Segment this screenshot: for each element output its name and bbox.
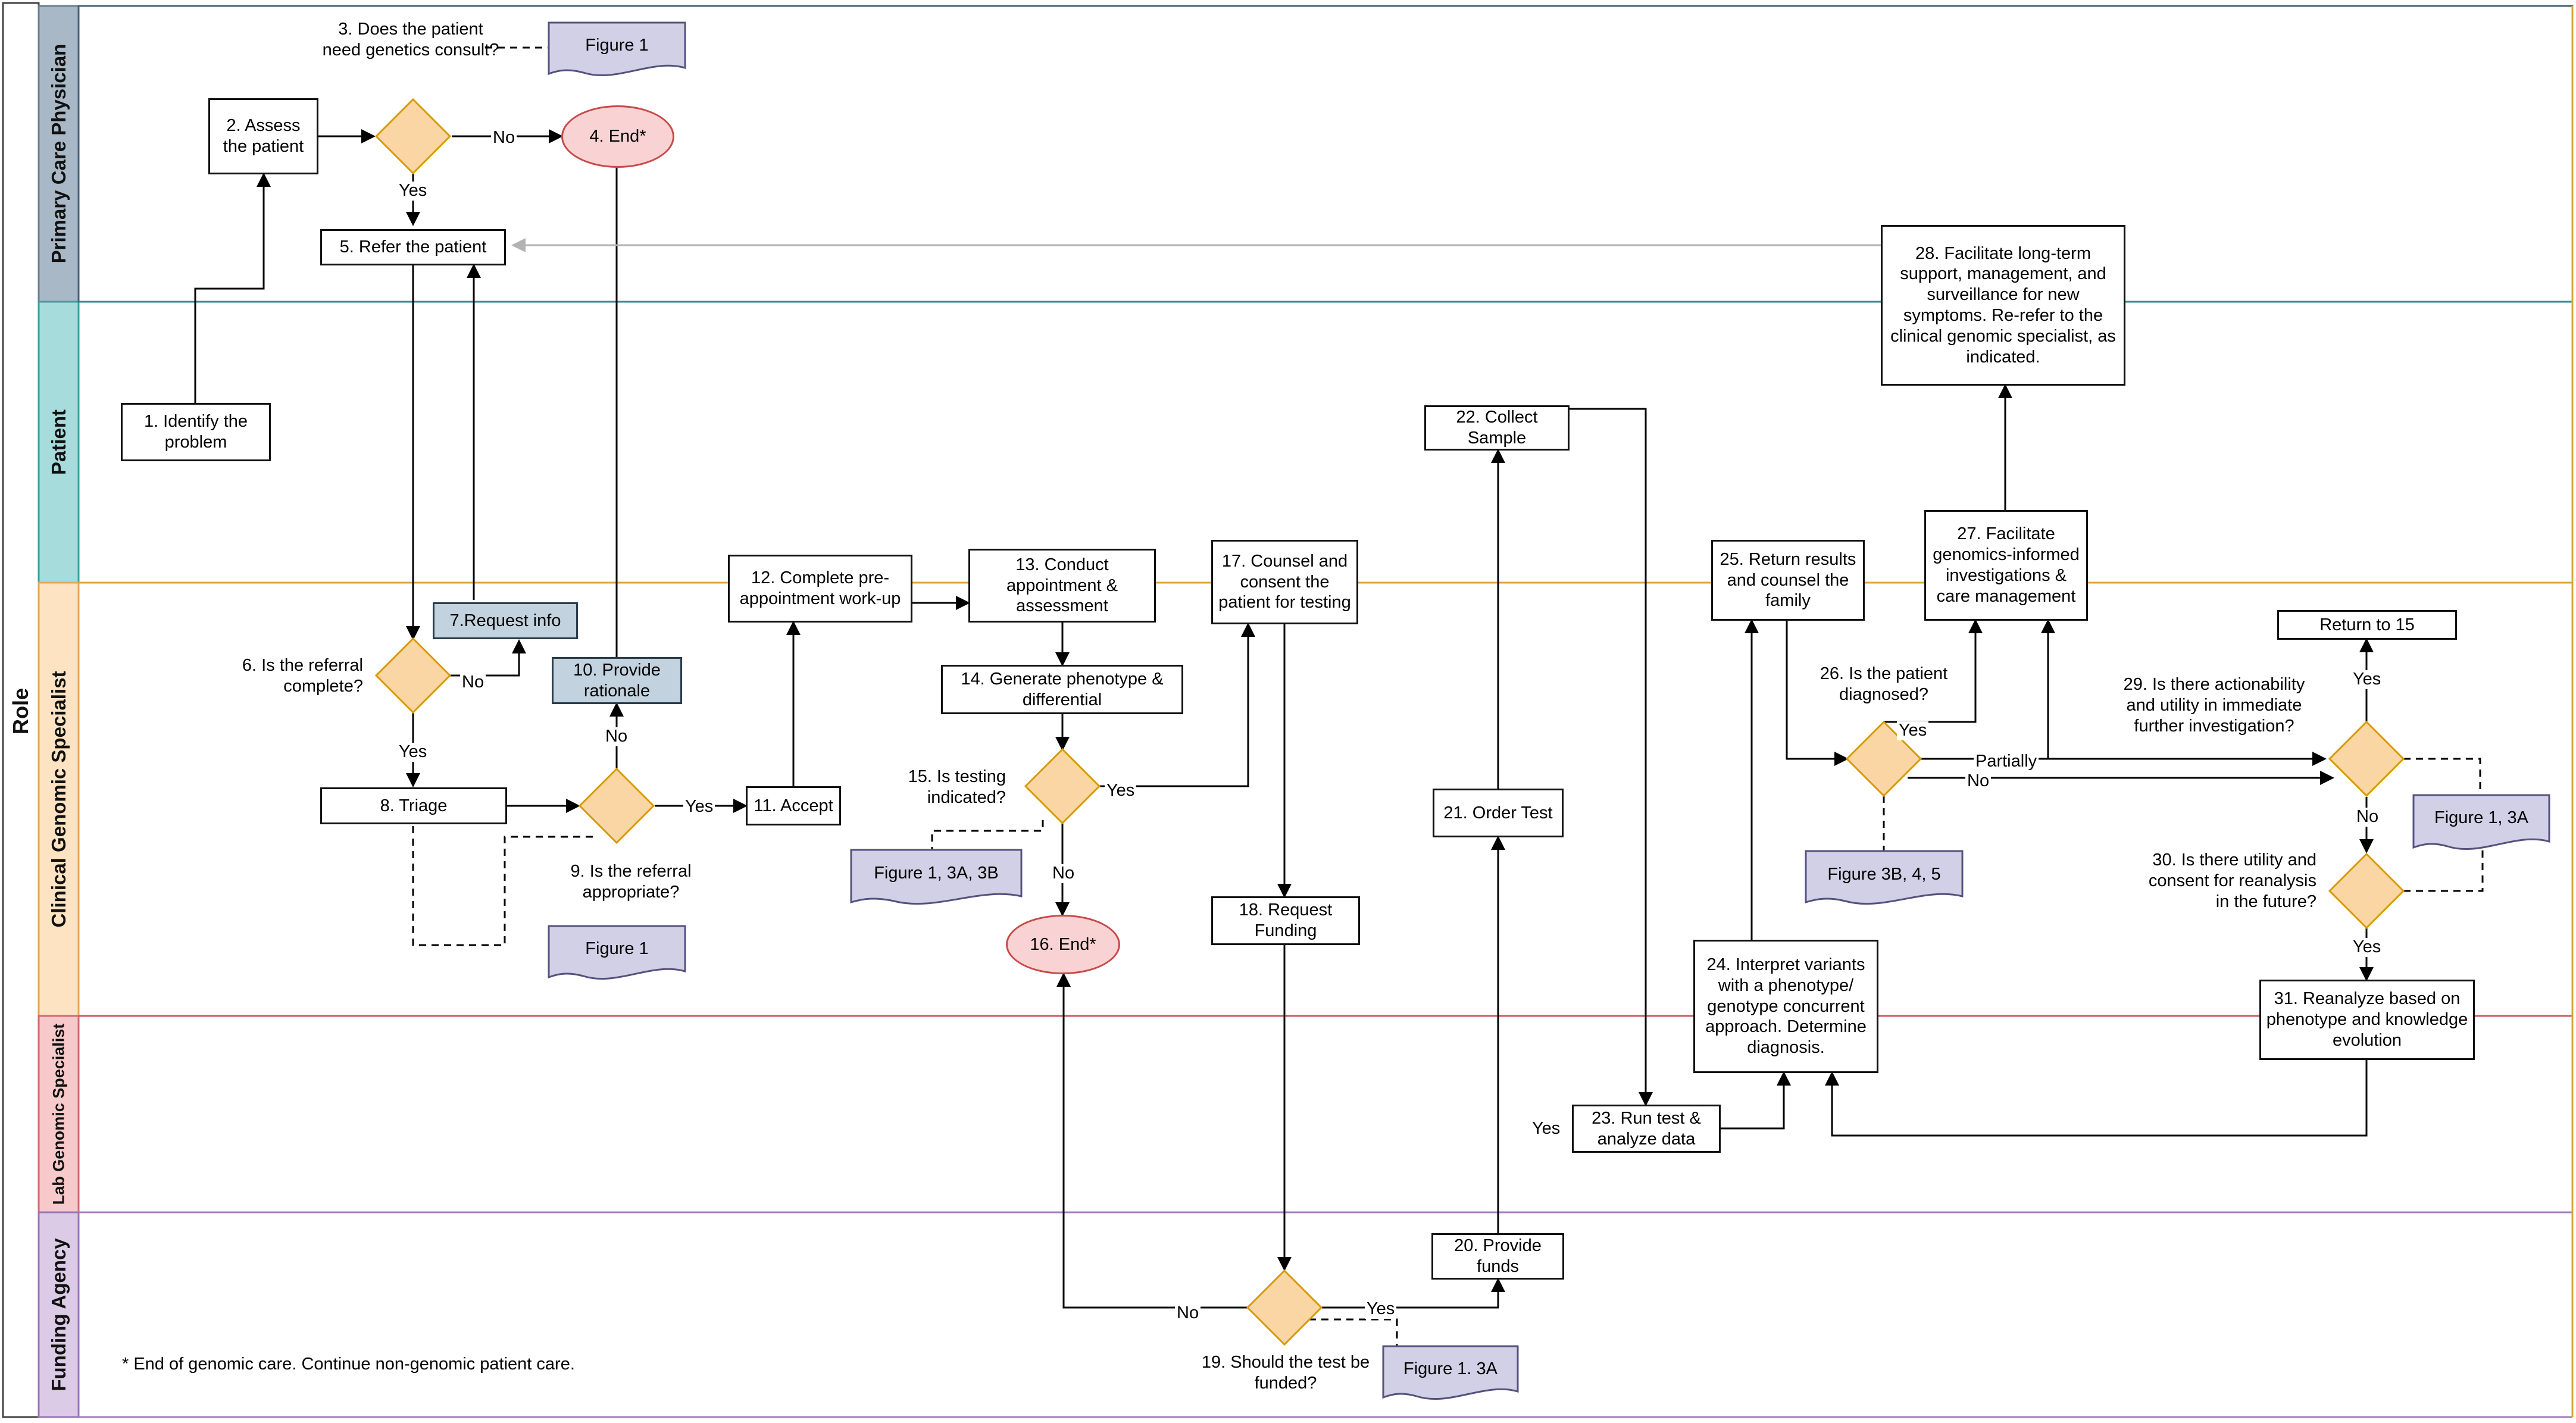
document-link (412, 826, 597, 946)
step-30-question: 30. Is there utility and consent for rea… (2148, 850, 2316, 911)
step-10-provide-rationale: 10. Provide rationale (552, 657, 682, 704)
connector (1825, 1060, 2368, 1137)
document-figure-1: Figure 1 (585, 939, 649, 958)
decision-15 (1024, 748, 1101, 825)
step-23-run-test: 23. Run test & analyze data (1572, 1105, 1721, 1153)
edge-label-yes: Yes (397, 181, 429, 201)
document-link (2403, 758, 2481, 795)
lane-label-lgs: Lab Genomic Specialist (49, 1023, 68, 1205)
step-14-generate-phenotype: 14. Generate phenotype & differential (941, 665, 1183, 714)
step-4-end: 4. End* (561, 105, 674, 168)
lane-label-cgs: Clinical Genomic Specialist (48, 671, 70, 928)
connector (1570, 408, 1653, 1106)
step-21-order-test: 21. Order Test (1433, 789, 1564, 837)
document-shape (548, 925, 686, 980)
step-29-question: 29. Is there actionability and utility i… (2123, 675, 2305, 736)
edge-label-no: No (1965, 771, 1992, 791)
document-figure-1-3a: Figure 1, 3A (2434, 808, 2528, 827)
connector (1786, 621, 1849, 766)
connector (1721, 1071, 1791, 1130)
footnote: * End of genomic care. Continue non-geno… (122, 1355, 575, 1374)
edge-label-yes: Yes (2351, 937, 2383, 957)
step-1-identify-problem: 1. Identify the problem (121, 403, 271, 461)
step-18-request-funding: 18. Request Funding (1211, 896, 1360, 945)
step-22-collect-sample: 22. Collect Sample (1424, 405, 1570, 451)
step-31-reanalyze: 31. Reanalyze based on phenotype and kno… (2259, 980, 2475, 1060)
edge-label-yes: Yes (683, 797, 715, 817)
lane-label-patient: Patient (48, 409, 70, 476)
edge-label-partially: Partially (1974, 752, 2039, 771)
document-link (1271, 1318, 1398, 1346)
document-shape (2412, 794, 2550, 850)
step-12-pre-appointment: 12. Complete pre-appointment work-up (728, 555, 912, 623)
document-figure-1: Figure 1 (585, 36, 649, 55)
step-26-question: 26. Is the patient diagnosed? (1820, 664, 1948, 704)
step-5-refer-patient: 5. Refer the patient (320, 229, 506, 265)
step-9-question: 9. Is the referral appropriate? (570, 862, 692, 902)
connector (450, 639, 526, 677)
step-28-long-term-support: 28. Facilitate long-term support, manage… (1881, 225, 2125, 386)
connector (1099, 623, 1255, 787)
document-link (2403, 847, 2484, 892)
edge-label-no: No (604, 727, 630, 746)
decision-19 (1246, 1269, 1323, 1346)
decision-26 (1845, 720, 1922, 797)
step-16-end: 16. End* (1006, 915, 1120, 974)
step-19-question: 19. Should the test be funded? (1201, 1353, 1370, 1393)
edge-label-yes: Yes (1105, 781, 1137, 800)
lane-header-pcp (37, 5, 80, 303)
lane-header-fa (37, 1211, 80, 1418)
decision-6 (374, 637, 452, 714)
document-shape (1805, 850, 1964, 905)
role-column (2, 2, 40, 1418)
step-15-question: 15. Is testing indicated? (908, 767, 1006, 807)
document-shape (1382, 1345, 1519, 1400)
edge-label-yes: Yes (1530, 1119, 1562, 1139)
step-17-counsel-consent: 17. Counsel and consent the patient for … (1211, 540, 1358, 624)
edge-label-no: No (460, 673, 486, 692)
lane-label-pcp: Primary Care Physician (48, 43, 70, 264)
connector (1322, 1278, 1505, 1309)
connector (194, 173, 271, 403)
document-figure-1-3a-3b: Figure 1, 3A, 3B (874, 864, 999, 883)
step-8-triage: 8. Triage (320, 787, 507, 824)
step-6-question: 6. Is the referral complete? (242, 656, 363, 696)
lane-label-fa: Funding Agency (48, 1238, 70, 1391)
step-7-request-info: 7.Request info (433, 602, 578, 639)
decision-29 (2328, 720, 2405, 797)
edge-label-no: No (2355, 807, 2381, 827)
document-shape (548, 21, 686, 76)
document-figure-1-3a: Figure 1. 3A (1403, 1359, 1498, 1378)
edge-label-yes: Yes (1365, 1299, 1397, 1319)
document-link (931, 820, 1044, 850)
decision-30 (2328, 852, 2405, 930)
edge-label-yes: Yes (2351, 670, 2383, 689)
role-label: Role (8, 687, 33, 735)
decision-9 (578, 767, 655, 845)
lane-header-cgs (37, 581, 80, 1017)
step-2-assess-patient: 2. Assess the patient (208, 98, 318, 174)
connector (1056, 972, 1248, 1309)
return-to-15: Return to 15 (2277, 610, 2457, 640)
document-figure-3b-4-5: Figure 3B, 4, 5 (1827, 865, 1941, 884)
step-24-interpret-variants: 24. Interpret variants with a phenotype/… (1693, 940, 1878, 1073)
edge-label-yes: Yes (397, 742, 429, 762)
step-27-facilitate-investigations: 27. Facilitate genomics-informed investi… (1924, 510, 2088, 621)
step-25-return-results: 25. Return results and counsel the famil… (1711, 540, 1865, 621)
edge-label-no: No (491, 128, 517, 148)
edge-label-no: No (1175, 1303, 1201, 1323)
step-13-conduct-appointment: 13. Conduct appointment & assessment (968, 549, 1156, 623)
document-shape (850, 849, 1023, 905)
step-3-question: 3. Does the patient need genetics consul… (322, 20, 499, 60)
step-20-provide-funds: 20. Provide funds (1431, 1233, 1564, 1280)
edge-label-no: No (1051, 864, 1077, 883)
edge-label-yes: Yes (1897, 721, 1929, 740)
decision-3 (374, 98, 452, 175)
step-11-accept: 11. Accept (746, 786, 841, 825)
